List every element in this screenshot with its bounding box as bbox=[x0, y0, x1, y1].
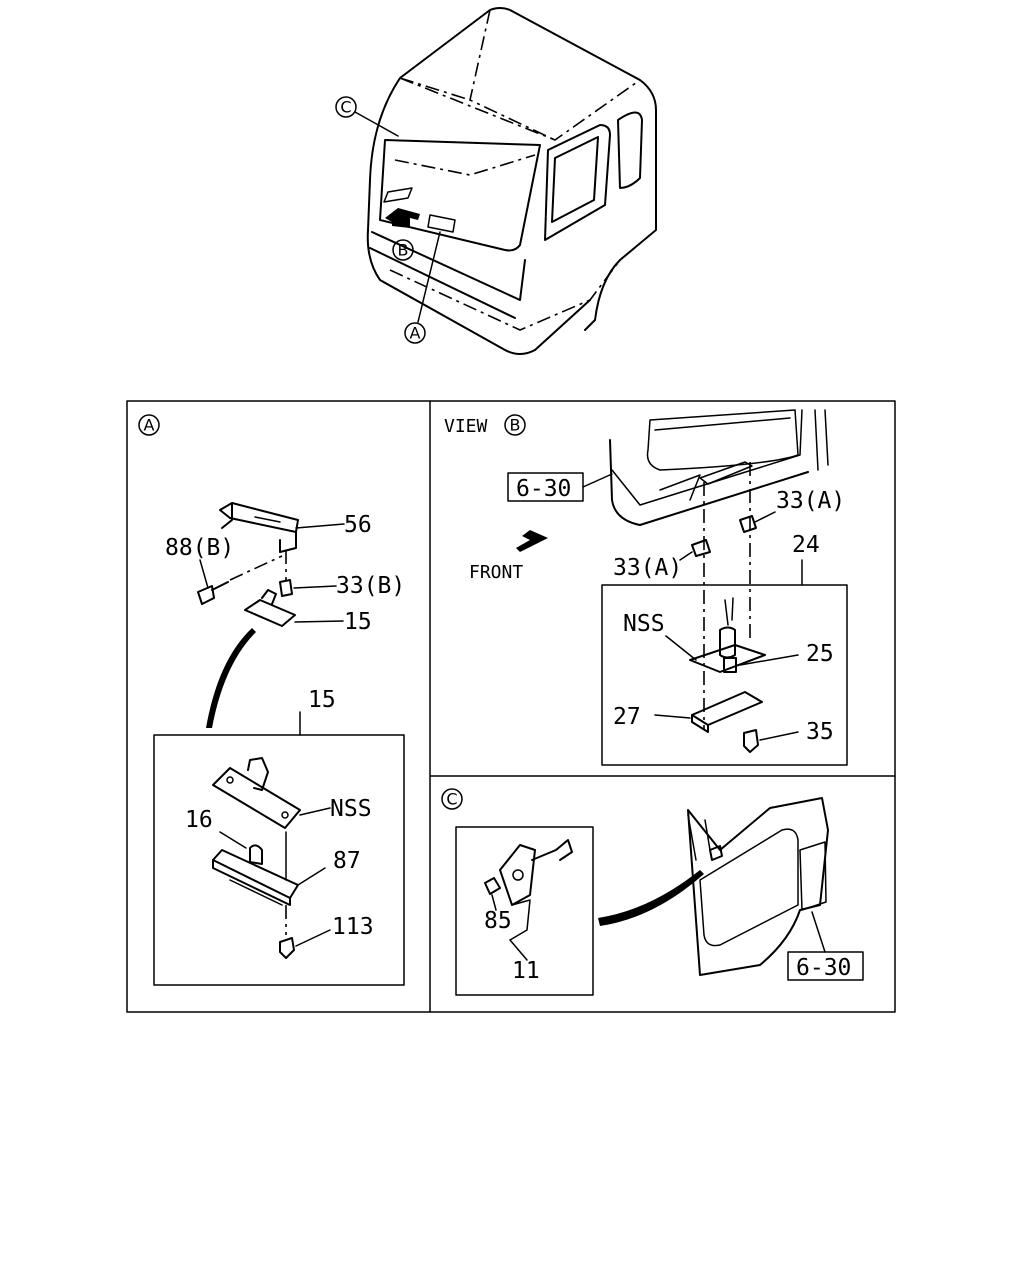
bulb-25 bbox=[723, 657, 737, 673]
nut-33a-left bbox=[691, 539, 711, 557]
label-27: 27 bbox=[613, 704, 641, 730]
front-arrow-icon bbox=[516, 530, 548, 552]
label-25: 25 bbox=[806, 641, 834, 667]
panel-a: A 56 88(B) 33(B) 15 15 NSS bbox=[138, 414, 405, 986]
label-15-box: 15 bbox=[308, 687, 336, 713]
label-88b: 88(B) bbox=[165, 535, 234, 561]
bulb-16 bbox=[249, 844, 263, 865]
callout-c-top: C bbox=[340, 98, 351, 117]
lamp-24-detail-box bbox=[601, 584, 848, 766]
lamp-housing-nss bbox=[212, 767, 301, 829]
panel-c: C 85 11 6-30 bbox=[441, 788, 864, 996]
front-label: FRONT bbox=[469, 562, 523, 583]
lamp-15 bbox=[244, 599, 296, 627]
lamp-11 bbox=[499, 844, 536, 906]
panel-b: VIEW B 6-30 FRONT 33(A) 33(A) 24 bbox=[444, 409, 848, 766]
label-87: 87 bbox=[333, 848, 361, 874]
label-11: 11 bbox=[512, 958, 540, 984]
label-15-top: 15 bbox=[344, 609, 372, 635]
lamp-11-detail-box bbox=[455, 826, 594, 996]
label-56: 56 bbox=[344, 512, 372, 538]
panel-a-callout: A bbox=[144, 416, 155, 435]
detail-frame bbox=[126, 400, 896, 1013]
screw-113 bbox=[279, 937, 295, 959]
label-35: 35 bbox=[806, 719, 834, 745]
label-nss-a: NSS bbox=[330, 796, 372, 822]
bolt-88b bbox=[197, 581, 229, 605]
label-33b: 33(B) bbox=[336, 573, 405, 599]
lens-27 bbox=[691, 691, 763, 726]
cab-side-view bbox=[687, 797, 829, 976]
label-16: 16 bbox=[185, 807, 213, 833]
view-b-prefix: VIEW bbox=[444, 416, 488, 437]
screw-35 bbox=[743, 729, 759, 753]
callout-b-top: B bbox=[398, 241, 409, 260]
lamp-15-detail-box bbox=[153, 734, 405, 986]
label-24: 24 bbox=[792, 532, 820, 558]
label-85: 85 bbox=[484, 908, 512, 934]
bracket-56 bbox=[219, 502, 299, 533]
ref-6-30-c: 6-30 bbox=[796, 955, 851, 981]
nut-33b bbox=[279, 579, 293, 597]
panel-c-callout: C bbox=[446, 790, 457, 809]
label-33a-left: 33(A) bbox=[613, 555, 682, 581]
nut-33a-right bbox=[739, 515, 757, 533]
bulb-85 bbox=[484, 877, 501, 895]
label-nss-b: NSS bbox=[623, 611, 665, 637]
label-33a-right: 33(A) bbox=[776, 488, 845, 514]
cab-overview: C B A bbox=[335, 7, 657, 355]
callout-a-top: A bbox=[410, 324, 421, 343]
view-b-callout: B bbox=[510, 416, 521, 435]
ref-6-30-b: 6-30 bbox=[516, 476, 571, 502]
label-113: 113 bbox=[332, 914, 374, 940]
